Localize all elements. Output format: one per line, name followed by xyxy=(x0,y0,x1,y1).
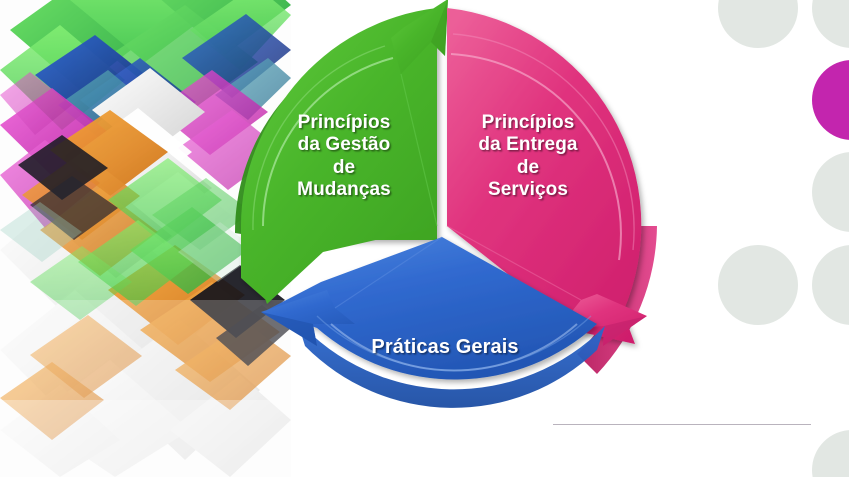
decorative-dot xyxy=(718,0,798,48)
segment-praticas-gerais xyxy=(261,236,605,408)
dot-grid-graphic xyxy=(718,0,849,477)
cycle-diagram xyxy=(205,0,675,444)
accent-dot xyxy=(812,60,849,140)
decorative-dot xyxy=(812,152,849,232)
cycle-diagram-graphic xyxy=(234,0,657,408)
segment-gestao-mudancas xyxy=(234,0,448,304)
decorative-dot xyxy=(812,430,849,477)
horizontal-rule xyxy=(553,424,811,425)
decorative-dot xyxy=(812,0,849,48)
decorative-dot-grid xyxy=(689,0,849,477)
decorative-dot xyxy=(718,245,798,325)
decorative-dot xyxy=(812,245,849,325)
